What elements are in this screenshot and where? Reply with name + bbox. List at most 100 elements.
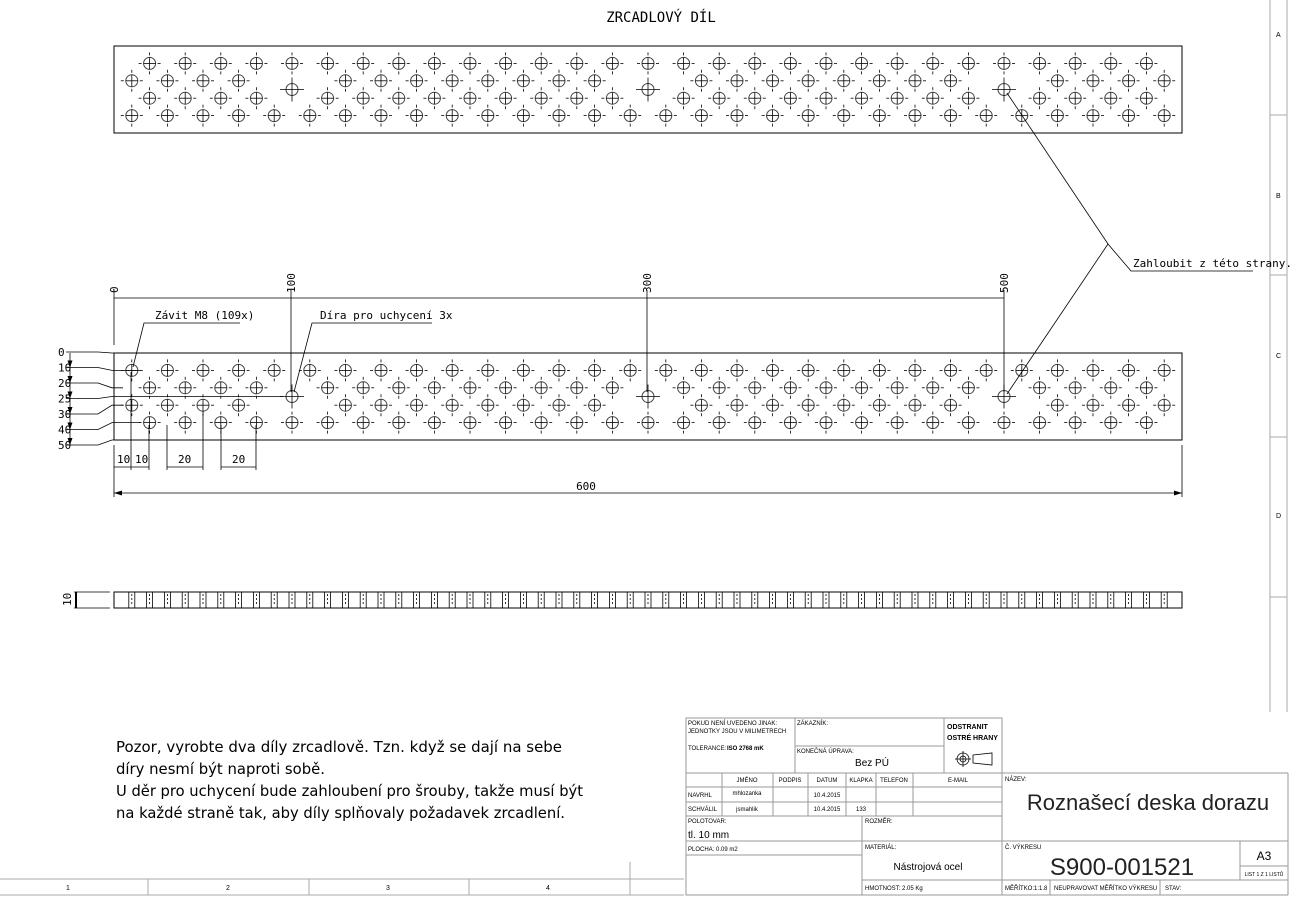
note-line-1: Pozor, vyrobte dva díly zrcadlově. Tzn. … bbox=[116, 738, 562, 756]
threaded-hole bbox=[1046, 394, 1069, 417]
threaded-hole bbox=[192, 359, 214, 382]
threaded-hole bbox=[1153, 394, 1176, 417]
threaded-hole bbox=[405, 359, 428, 382]
threaded-hole bbox=[423, 411, 446, 434]
header-email: E-MAIL bbox=[948, 778, 969, 784]
threaded-hole bbox=[512, 394, 535, 417]
threaded-hole bbox=[726, 394, 748, 417]
threaded-hole bbox=[672, 87, 695, 110]
threaded-hole bbox=[654, 104, 677, 127]
threaded-hole bbox=[263, 104, 286, 127]
approver-role: SCHVÁLIL bbox=[688, 806, 718, 813]
threaded-hole bbox=[583, 359, 606, 382]
threaded-hole bbox=[672, 52, 695, 75]
threaded-hole bbox=[797, 104, 820, 127]
dim-pitch-20b: 20 bbox=[232, 453, 245, 466]
threaded-hole bbox=[174, 411, 197, 434]
threaded-hole bbox=[868, 394, 891, 417]
title-block: POKUD NENÍ UVEDENO JINAK: JEDNOTKY JSOU … bbox=[684, 712, 1304, 908]
threaded-hole bbox=[423, 87, 446, 110]
threaded-hole bbox=[779, 87, 802, 110]
threaded-hole bbox=[1153, 359, 1176, 382]
drawing-number-label: Č. VÝKRESU bbox=[1005, 844, 1041, 851]
threaded-hole bbox=[637, 52, 659, 75]
threaded-hole bbox=[761, 359, 784, 382]
status-label: STAV: bbox=[1165, 886, 1182, 892]
threaded-hole bbox=[530, 87, 553, 110]
leader-mount-hole: Díra pro uchycení 3x bbox=[293, 309, 453, 393]
threaded-hole bbox=[352, 376, 375, 399]
finish-label: KONEČNÁ ÚPRAVA: bbox=[797, 748, 854, 755]
threaded-hole bbox=[1099, 411, 1122, 434]
finish-value: Bez PÚ bbox=[855, 756, 889, 769]
threaded-hole bbox=[494, 376, 517, 399]
dim-y-50: 50 bbox=[58, 439, 71, 452]
threaded-hole bbox=[441, 359, 464, 382]
threaded-hole bbox=[993, 52, 1015, 75]
threaded-hole bbox=[904, 394, 926, 417]
threaded-hole bbox=[423, 52, 446, 75]
threaded-hole bbox=[334, 359, 357, 382]
threaded-hole bbox=[868, 359, 891, 382]
sheet-count: LIST 1 Z 1 LISTŮ bbox=[1245, 871, 1284, 878]
threaded-hole bbox=[423, 376, 446, 399]
threaded-hole bbox=[868, 69, 891, 92]
threaded-hole bbox=[779, 376, 802, 399]
sheet-format: A3 bbox=[1257, 849, 1272, 863]
threaded-hole bbox=[370, 359, 392, 382]
threaded-hole bbox=[227, 69, 250, 92]
threaded-hole bbox=[548, 359, 570, 382]
threaded-hole bbox=[512, 359, 535, 382]
threaded-hole bbox=[1153, 104, 1176, 127]
mounting-hole bbox=[992, 77, 1016, 102]
threaded-hole bbox=[886, 411, 909, 434]
threaded-hole bbox=[886, 87, 909, 110]
threaded-hole bbox=[957, 87, 980, 110]
threaded-hole bbox=[494, 87, 517, 110]
threaded-hole bbox=[530, 411, 553, 434]
threaded-hole bbox=[957, 52, 980, 75]
threaded-hole bbox=[192, 104, 214, 127]
threaded-hole bbox=[583, 104, 606, 127]
threaded-hole bbox=[334, 69, 357, 92]
border-col-1: 1 bbox=[66, 885, 70, 892]
threaded-hole bbox=[761, 104, 784, 127]
border-row-b: B bbox=[1276, 193, 1281, 200]
drawing-number: S900-001521 bbox=[1050, 854, 1194, 881]
note-line-3: U děr pro uchycení bude zahloubení pro š… bbox=[116, 782, 583, 800]
threaded-hole bbox=[138, 411, 161, 434]
threaded-hole bbox=[405, 104, 428, 127]
threaded-hole bbox=[387, 411, 410, 434]
dim-y-20: 20 bbox=[58, 377, 71, 390]
deburr-label-2: OSTRÉ HRANY bbox=[947, 733, 998, 742]
threaded-hole bbox=[512, 104, 535, 127]
threaded-hole bbox=[459, 411, 481, 434]
threaded-hole bbox=[939, 359, 962, 382]
threaded-hole bbox=[779, 52, 802, 75]
threaded-hole bbox=[993, 411, 1015, 434]
threaded-hole bbox=[548, 394, 570, 417]
threaded-hole bbox=[245, 87, 268, 110]
border-col-2: 2 bbox=[226, 885, 230, 892]
threaded-hole bbox=[886, 376, 909, 399]
threaded-hole bbox=[921, 376, 944, 399]
header-signature: PODPIS bbox=[779, 778, 802, 784]
threaded-hole bbox=[512, 69, 535, 92]
threaded-hole bbox=[441, 69, 464, 92]
leader-thread: Závit M8 (109x) bbox=[132, 309, 254, 368]
threaded-hole bbox=[815, 87, 837, 110]
threaded-hole bbox=[583, 394, 606, 417]
threaded-hole bbox=[672, 376, 695, 399]
threaded-hole bbox=[565, 87, 588, 110]
threaded-hole bbox=[690, 394, 713, 417]
threaded-hole bbox=[832, 359, 855, 382]
threaded-hole bbox=[227, 394, 250, 417]
threaded-hole bbox=[637, 411, 659, 434]
threaded-hole bbox=[601, 376, 624, 399]
mirrored-hole-pattern bbox=[120, 52, 1176, 127]
dim-length-600: 600 bbox=[576, 480, 596, 493]
deburr-label-1: ODSTRANIT bbox=[947, 724, 989, 731]
leader-countersink: Zahloubit z této strany. bbox=[1006, 92, 1292, 395]
threaded-hole bbox=[939, 394, 962, 417]
